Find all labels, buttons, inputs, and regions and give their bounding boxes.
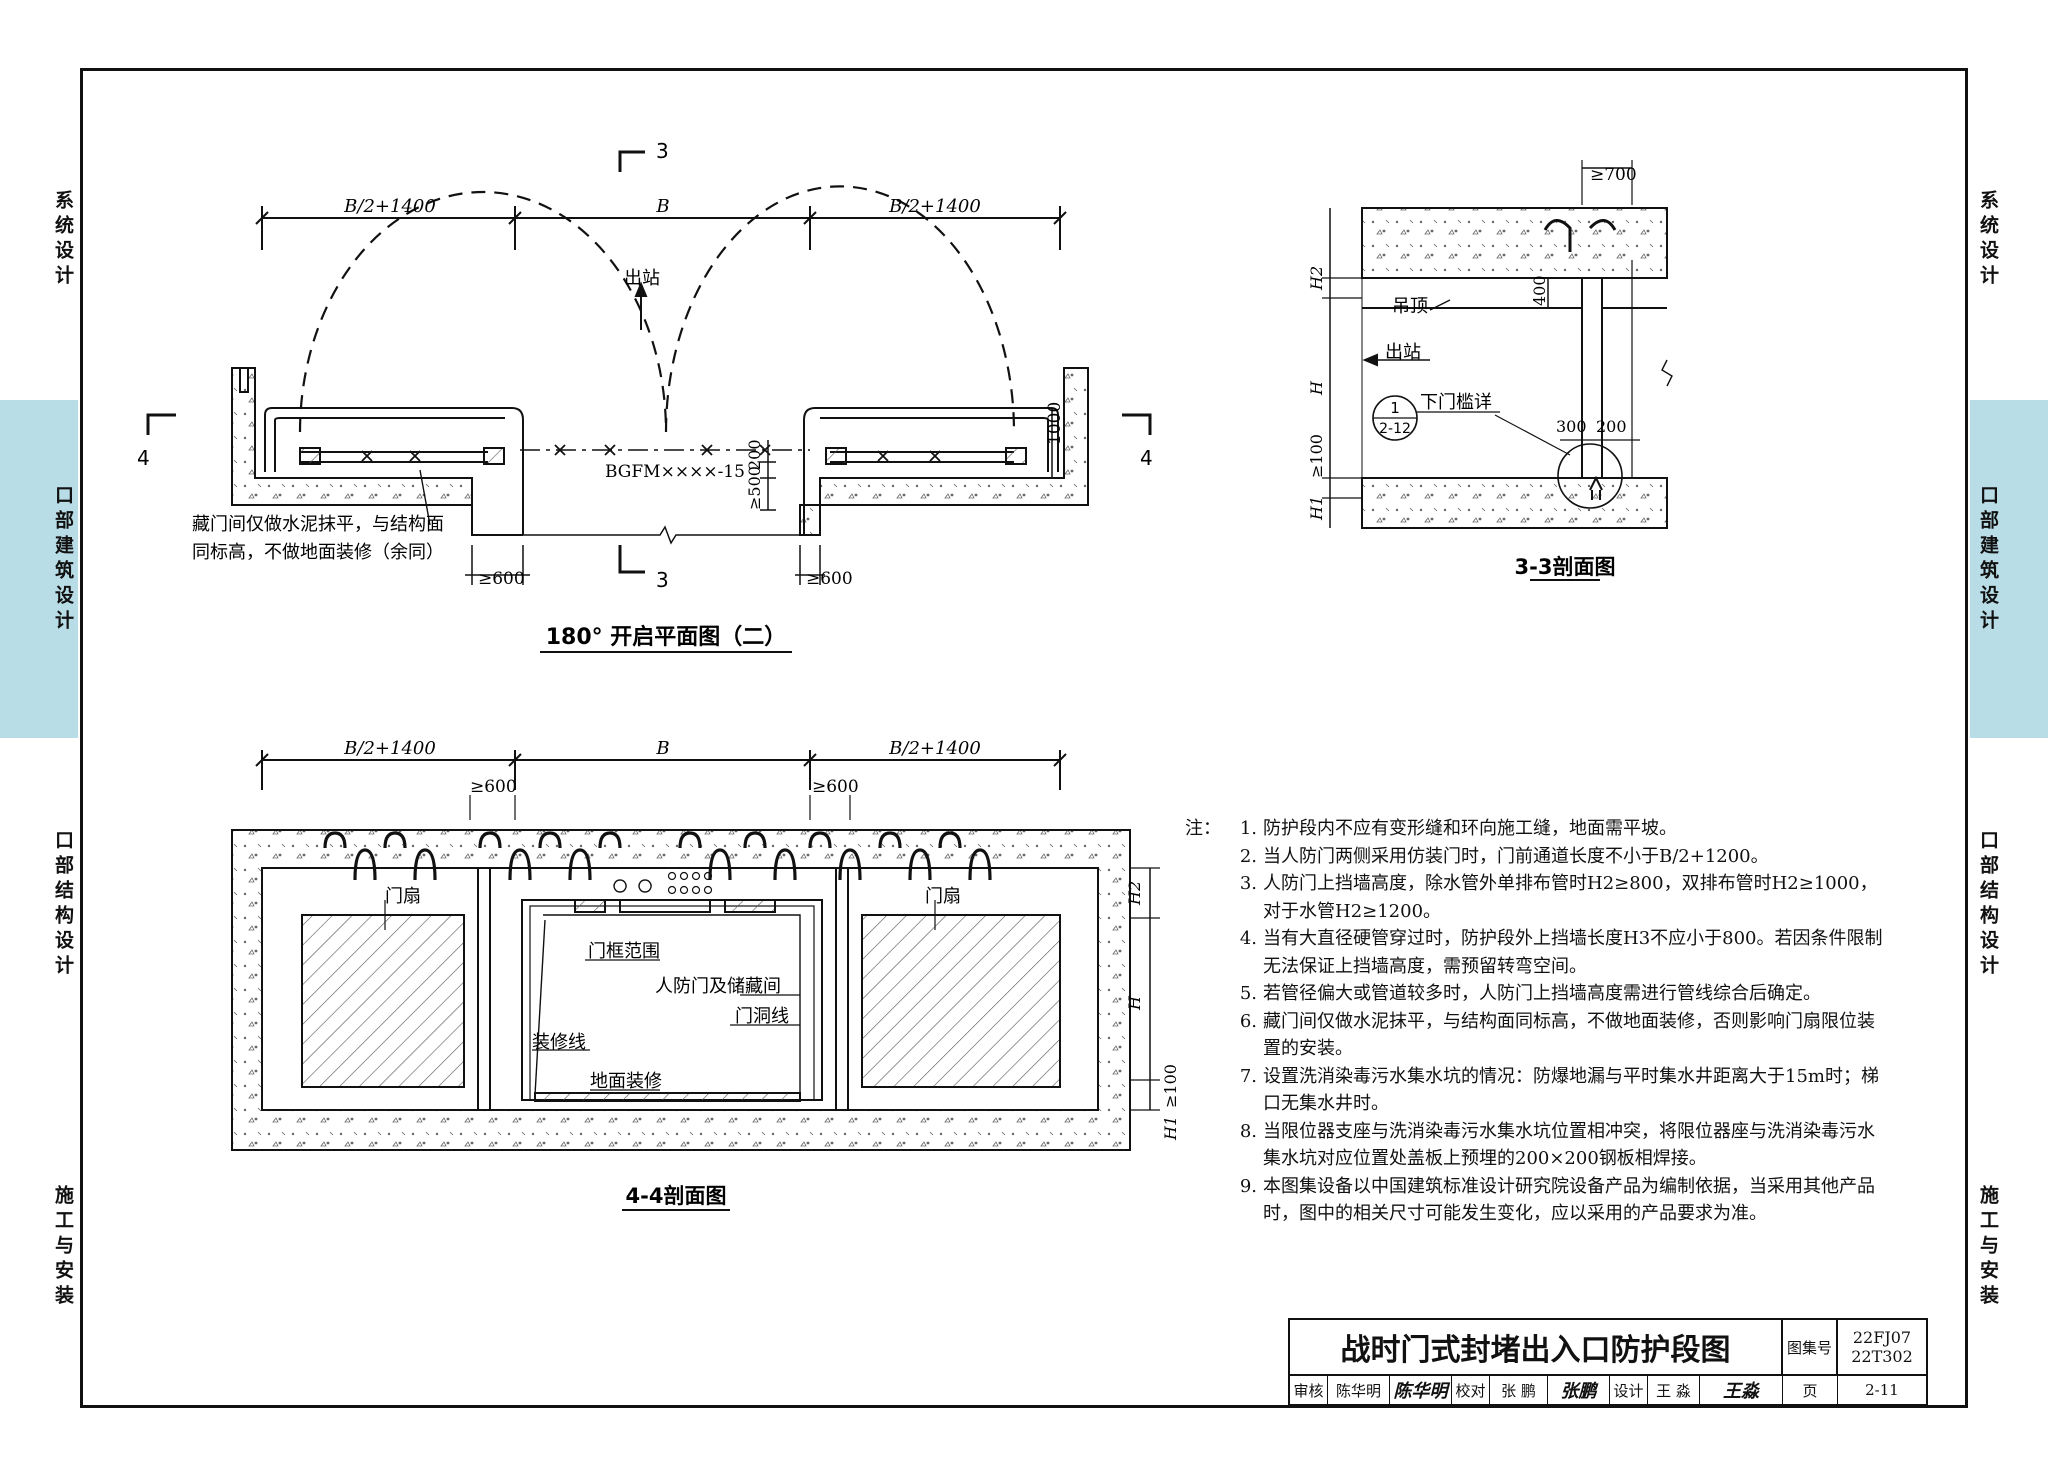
note-item: 6.藏门间仅做水泥抹平，与结构面同标高，不做地面装修，否则影响门扇限位装置的安装… <box>1239 1010 1875 1060</box>
atlas-number-2: 22T302 <box>1851 1347 1913 1366</box>
plan-exit-label: 出站 <box>624 268 660 289</box>
plan-note-line-2: 同标高，不做地面装修（余同） <box>192 542 444 563</box>
s33-label-exit: 出站 <box>1385 342 1421 363</box>
page-number: 2-11 <box>1865 1381 1899 1399</box>
drawing-frame <box>80 68 1968 1408</box>
plan-note-line-1: 藏门间仅做水泥抹平，与结构面 <box>192 514 444 535</box>
check-label: 校对 <box>1452 1376 1490 1404</box>
s44-dim-mid: B <box>655 738 669 759</box>
plan-dim-600-left: ≥600 <box>478 569 525 589</box>
right-band-highlight <box>1970 400 2048 738</box>
title-block: 战时门式封堵出入口防护段图 图集号 22FJ07 22T302 审核 陈华明 陈… <box>1288 1318 1928 1406</box>
page-label: 页 <box>1783 1376 1838 1404</box>
s33-H: H <box>1307 380 1326 396</box>
s33-dim-300: 300 <box>1556 417 1587 436</box>
designer-signature: 王淼 <box>1700 1376 1783 1404</box>
checker-signature: 张鹏 <box>1548 1376 1610 1404</box>
drawing-title: 战时门式封堵出入口防护段图 <box>1290 1320 1783 1376</box>
plan-dim-1000: 1000 <box>1045 402 1065 445</box>
plan-dim-left: B/2+1400 <box>343 196 436 217</box>
s33-dim-400: 400 <box>1530 275 1549 306</box>
s33-H1: H1 <box>1307 496 1326 521</box>
s44-dim-600-right: ≥600 <box>812 777 859 797</box>
s33-detail-top: 1 <box>1390 399 1400 417</box>
s44-dim-right: B/2+1400 <box>888 738 981 759</box>
section-44 <box>231 750 1160 1211</box>
notes-block: 注：1.防护段内不应有变形缝和环向施工缝，地面需平坡。 2.当人防门两侧采用仿装… <box>1185 815 1885 1228</box>
s33-dim-700: ≥700 <box>1590 165 1637 185</box>
s44-H: H <box>1125 995 1144 1011</box>
plan-dim-right: B/2+1400 <box>888 196 981 217</box>
plan-caption: 180° 开启平面图（二） <box>546 624 787 650</box>
s44-floor-label: 地面装修 <box>590 1071 662 1092</box>
designer-name: 王 淼 <box>1648 1376 1700 1404</box>
plan-section-3-bottom: 3 <box>656 568 669 592</box>
note-item: 7.设置洗消染毒污水集水坑的情况：防爆地漏与平时集水井距离大于15m时；梯口无集… <box>1239 1065 1879 1115</box>
note-item: 8.当限位器支座与洗消染毒污水集水坑位置相冲突，将限位器座与洗消染毒污水集水坑对… <box>1239 1120 1875 1170</box>
s44-dim-left: B/2+1400 <box>343 738 436 759</box>
atlas-number: 22FJ07 22T302 <box>1838 1320 1926 1376</box>
checker-name: 张 鹏 <box>1490 1376 1548 1404</box>
note-item: 5.若管径偏大或管道较多时，人防门上挡墙高度需进行管线综合后确定。 <box>1239 983 1821 1004</box>
plan-section-4-left: 4 <box>137 446 150 470</box>
s33-caption: 3-3剖面图 <box>1515 555 1616 579</box>
plan-dim-500: ≥500 <box>745 466 764 510</box>
atlas-number-1: 22FJ07 <box>1852 1328 1912 1347</box>
signature-row: 审核 陈华明 陈华明 校对 张 鹏 张鹏 设计 王 淼 王淼 页 2-11 <box>1290 1376 1926 1404</box>
right-label-system[interactable]: 系统设计 <box>1977 190 1999 290</box>
s44-H1: H1 <box>1161 1116 1180 1141</box>
s44-H2: H2 <box>1125 881 1144 906</box>
design-label: 设计 <box>1610 1376 1648 1404</box>
s33-detail-bottom: 2-12 <box>1379 421 1411 437</box>
s44-dim-600-left: ≥600 <box>470 777 517 797</box>
note-item: 4.当有大直径硬管穿过时，防护段外上挡墙长度H3不应小于800。若因条件限制无法… <box>1239 928 1883 977</box>
left-label-construct[interactable]: 施工与安装 <box>52 1185 74 1310</box>
left-label-arch[interactable]: 口部建筑设计 <box>52 485 74 635</box>
atlas-label: 图集号 <box>1783 1320 1838 1376</box>
s33-label-ceiling: 吊顶 <box>1392 296 1428 317</box>
s33-label-sill: 下门槛详 <box>1420 392 1492 413</box>
left-label-struct[interactable]: 口部结构设计 <box>52 830 74 980</box>
section-33 <box>1322 160 1673 581</box>
plan-view <box>146 150 1152 653</box>
plan-dim-mid: B <box>655 196 669 217</box>
right-label-arch[interactable]: 口部建筑设计 <box>1977 485 1999 635</box>
plan-section-4-right: 4 <box>1140 446 1153 470</box>
s44-storage-label: 人防门及储藏间 <box>655 976 781 997</box>
s44-opening-label: 门洞线 <box>735 1006 789 1027</box>
plan-door-code: BGFM××××-15 <box>605 462 745 482</box>
plan-section-3-top: 3 <box>656 139 669 163</box>
left-label-system[interactable]: 系统设计 <box>52 190 74 290</box>
s44-leaf-right: 门扇 <box>925 886 961 907</box>
s44-frame-label: 门框范围 <box>588 941 660 962</box>
note-item: 注：1.防护段内不应有变形缝和环向施工缝，地面需平坡。 <box>1185 815 1885 843</box>
reviewer-name: 陈华明 <box>1328 1376 1390 1404</box>
plan-dim-200: 200 <box>745 439 764 470</box>
s33-H2: H2 <box>1307 266 1326 291</box>
notes-lead: 注： <box>1185 818 1221 839</box>
note-item: 2.当人防门两侧采用仿装门时，门前通道长度不小于B/2+1200。 <box>1239 845 1769 867</box>
reviewer-signature: 陈华明 <box>1390 1376 1452 1404</box>
left-band-highlight <box>0 400 78 738</box>
s33-dim-200: 200 <box>1596 417 1627 436</box>
note-item: 3.人防门上挡墙高度，除水管外单排布管时H2≥800，双排布管时H2≥1000，… <box>1239 873 1878 922</box>
s44-leaf-left: 门扇 <box>385 886 421 907</box>
s44-dim-100: ≥100 <box>1161 1064 1180 1108</box>
s44-finish-line-label: 装修线 <box>532 1032 586 1053</box>
s33-dim-100: ≥100 <box>1307 434 1326 478</box>
right-label-struct[interactable]: 口部结构设计 <box>1977 830 1999 980</box>
note-item: 9.本图集设备以中国建筑标准设计研究院设备产品为编制依据，当采用其他产品时，图中… <box>1239 1175 1875 1225</box>
s44-caption: 4-4剖面图 <box>626 1184 727 1208</box>
right-label-construct[interactable]: 施工与安装 <box>1977 1185 1999 1310</box>
review-label: 审核 <box>1290 1376 1328 1404</box>
plan-dim-600-right: ≥600 <box>806 569 853 589</box>
